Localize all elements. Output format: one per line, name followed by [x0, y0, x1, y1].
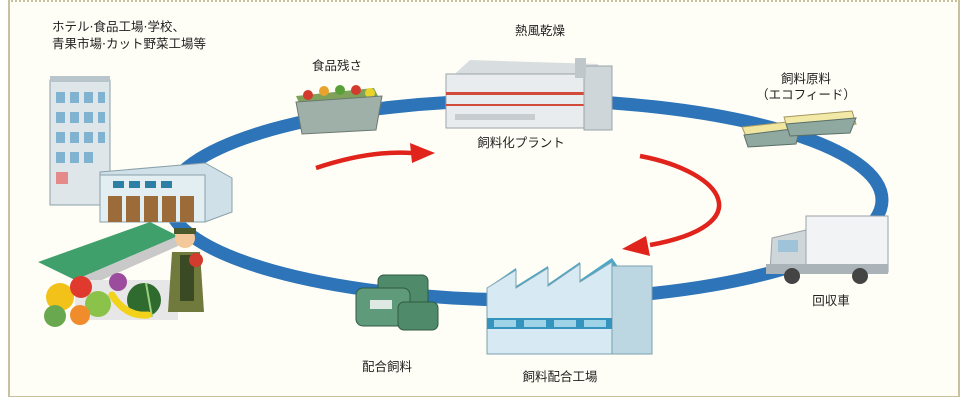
source-label-line1: ホテル·食品工場·学校、: [52, 19, 185, 34]
hot-air-drying-label: 熱風乾燥: [514, 23, 566, 38]
compound-feed-label: 配合飼料: [361, 359, 413, 374]
feed-material-label-line1: 飼料原料: [780, 71, 832, 86]
feed-plant-label: 飼料化プラント: [477, 135, 565, 150]
truck-icon: [766, 215, 889, 284]
farmer-icon: [168, 228, 204, 312]
feed-trays-icon: [741, 110, 857, 148]
source-label-line2: 青果市場·カット野菜工場等: [52, 36, 206, 51]
feed-factory-label: 飼料配合工場: [522, 369, 598, 384]
fruit-pile-icon: [44, 273, 161, 327]
feed-factory-icon: [486, 258, 653, 355]
process-arrow-1: [315, 143, 435, 171]
feed-material-label-line2: （エコフィード）: [756, 87, 856, 102]
food-waste-label: 食品残さ: [311, 58, 363, 73]
drying-plant-icon: [445, 58, 613, 131]
feed-bags-icon: [355, 274, 439, 331]
process-arrow-2: [622, 153, 722, 256]
food-factory-icon: [99, 162, 233, 223]
collection-truck-label: 回収車: [812, 293, 850, 308]
food-waste-container-icon: [295, 85, 383, 135]
